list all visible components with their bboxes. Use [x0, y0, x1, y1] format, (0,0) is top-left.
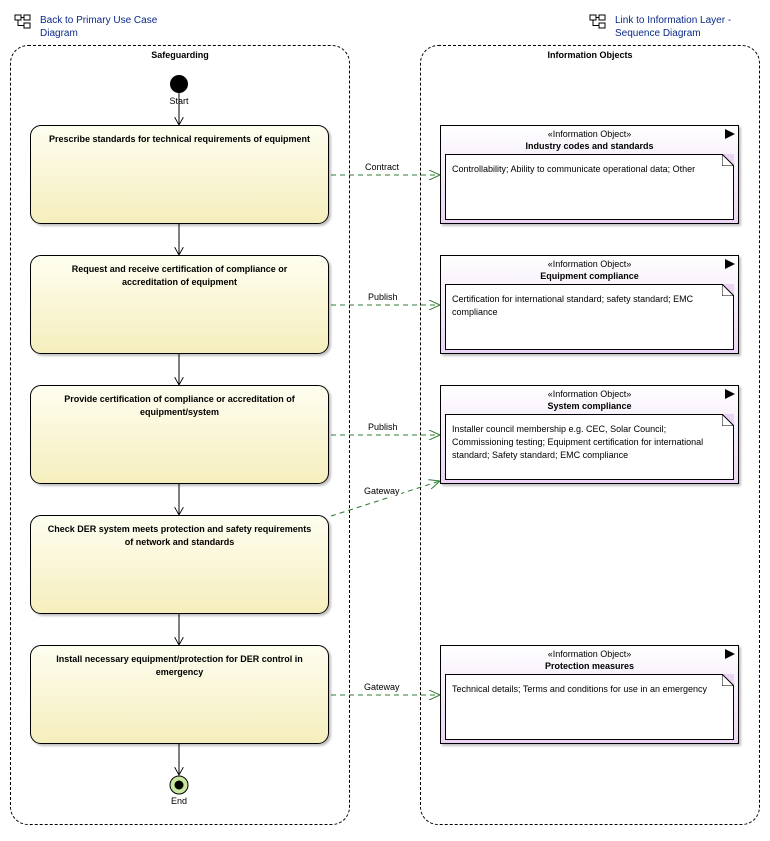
- activity-request-certification[interactable]: Request and receive certification of com…: [30, 255, 329, 354]
- info-object-name: Protection measures: [544, 661, 635, 671]
- end-label: End: [170, 796, 187, 806]
- publish-connector-label: Publish: [367, 292, 399, 303]
- back-link-label: Back to Primary Use Case Diagram: [40, 15, 158, 39]
- info-object-note: Certification for international standard…: [445, 284, 734, 350]
- activity-provide-certification[interactable]: Provide certification of compliance or a…: [30, 385, 329, 484]
- info-object-note-text: Controllability; Ability to communicate …: [452, 164, 696, 174]
- info-object-protection-measures[interactable]: «Information Object» Protection measures…: [440, 645, 739, 744]
- info-object-note: Technical details; Terms and conditions …: [445, 674, 734, 740]
- note-fold-icon: [722, 284, 734, 296]
- info-object-name: Equipment compliance: [540, 271, 639, 281]
- activity-label: Request and receive certification of com…: [71, 264, 288, 287]
- info-object-stereotype: «Information Object»: [547, 259, 632, 269]
- note-fold-icon: [722, 674, 734, 686]
- initial-node[interactable]: [170, 75, 188, 93]
- info-object-note-text: Installer council membership e.g. CEC, S…: [452, 424, 704, 460]
- info-object-system-compliance[interactable]: «Information Object» System compliance I…: [440, 385, 739, 484]
- publish-connector-label: Publish: [367, 422, 399, 433]
- safeguarding-partition-title: Safeguarding: [151, 50, 209, 60]
- activity-prescribe-standards[interactable]: Prescribe standards for technical requir…: [30, 125, 329, 224]
- info-object-note: Controllability; Ability to communicate …: [445, 154, 734, 220]
- activity-check-der-system[interactable]: Check DER system meets protection and sa…: [30, 515, 329, 614]
- info-object-equipment-compliance[interactable]: «Information Object» Equipment complianc…: [440, 255, 739, 354]
- info-object-note-text: Certification for international standard…: [452, 294, 694, 317]
- gateway-connector-label: Gateway: [363, 682, 401, 693]
- diagram-link-icon: [589, 14, 606, 29]
- flag-icon: [725, 129, 735, 139]
- gateway-connector[interactable]: [330, 481, 440, 517]
- flag-icon: [725, 259, 735, 269]
- info-object-stereotype: «Information Object»: [547, 389, 632, 399]
- start-label: Start: [169, 96, 189, 106]
- information-objects-partition[interactable]: Information Objects: [420, 45, 760, 825]
- flag-icon: [725, 649, 735, 659]
- information-layer-sequence-link[interactable]: Link to Information Layer - Sequence Dia…: [589, 14, 755, 40]
- info-object-industry-codes[interactable]: «Information Object» Industry codes and …: [440, 125, 739, 224]
- info-object-name: System compliance: [547, 401, 632, 411]
- final-node-center: [174, 780, 184, 790]
- info-object-note: Installer council membership e.g. CEC, S…: [445, 414, 734, 480]
- info-object-stereotype: «Information Object»: [547, 129, 632, 139]
- info-object-stereotype: «Information Object»: [547, 649, 632, 659]
- info-object-note-text: Technical details; Terms and conditions …: [452, 684, 707, 694]
- contract-connector-label: Contract: [364, 162, 401, 173]
- information-objects-partition-title: Information Objects: [547, 50, 633, 60]
- gateway-connector-label: Gateway: [363, 486, 401, 497]
- back-to-use-case-link[interactable]: Back to Primary Use Case Diagram: [14, 14, 165, 40]
- diagram-link-icon: [14, 14, 31, 29]
- note-fold-icon: [722, 154, 734, 166]
- activity-label: Check DER system meets protection and sa…: [47, 524, 312, 547]
- activity-label: Provide certification of compliance or a…: [64, 394, 295, 417]
- activity-install-protection[interactable]: Install necessary equipment/protection f…: [30, 645, 329, 744]
- flag-icon: [725, 389, 735, 399]
- info-object-name: Industry codes and standards: [525, 141, 654, 151]
- note-fold-icon: [722, 414, 734, 426]
- forward-link-label: Link to Information Layer - Sequence Dia…: [615, 15, 732, 39]
- activity-label: Prescribe standards for technical requir…: [48, 134, 311, 144]
- activity-label: Install necessary equipment/protection f…: [56, 654, 303, 677]
